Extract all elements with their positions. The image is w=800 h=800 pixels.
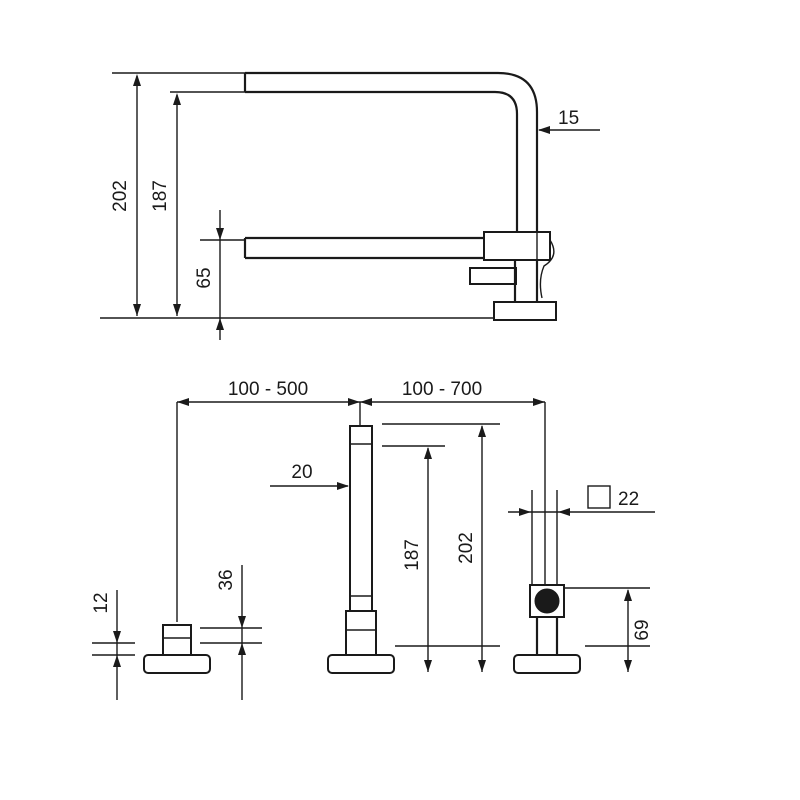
left-valve-cap: [162, 624, 192, 656]
square-symbol: [587, 485, 611, 509]
side-lever: [469, 267, 517, 285]
mixer-body: [483, 231, 551, 261]
spout-tube-outer: [245, 71, 539, 232]
front-spout-base: [327, 654, 395, 674]
dim-187-side: 187: [150, 180, 171, 212]
dim-spacing-left: 100 - 500: [228, 379, 308, 400]
dim-20: 20: [291, 462, 312, 483]
right-handle-knob: [534, 588, 560, 614]
dim-202-front: 202: [456, 532, 477, 564]
dim-15-side: 15: [558, 108, 579, 129]
front-view: 100 - 500 100 - 700 12 36 20: [91, 379, 655, 700]
right-handle-stem: [535, 617, 559, 655]
dim-202-side: 202: [110, 180, 131, 212]
dim-22: 22: [618, 489, 639, 510]
side-view: 202 187 65 15: [100, 71, 600, 340]
dim-spacing-right: 100 - 700: [402, 379, 482, 400]
left-valve-base: [143, 654, 211, 674]
right-handle-base: [513, 654, 581, 674]
dim-187-front: 187: [402, 539, 423, 571]
dim-65-side: 65: [194, 267, 215, 288]
body-stem: [513, 260, 539, 302]
side-base: [493, 301, 557, 321]
body-wave: [539, 239, 555, 299]
spout-tube-inner: [245, 90, 519, 232]
lever-handle: [243, 236, 484, 260]
front-spout-body: [345, 610, 377, 656]
dim-69: 69: [632, 619, 653, 640]
dim-12: 12: [91, 592, 112, 613]
dim-36: 36: [216, 569, 237, 590]
front-spout-tube: [349, 425, 373, 612]
